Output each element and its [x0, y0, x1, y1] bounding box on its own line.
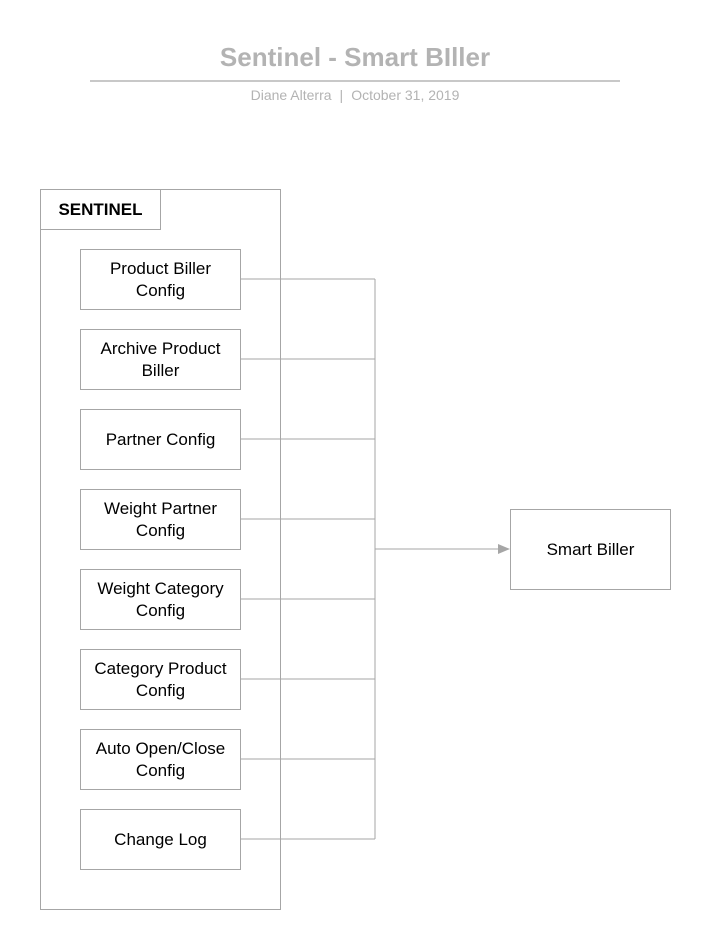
- node-label: Change Log: [114, 829, 207, 849]
- diagram-date: October 31, 2019: [351, 87, 460, 103]
- title-divider: [90, 80, 620, 82]
- node-label: Weight Partner Config: [103, 498, 218, 540]
- node-change-log[interactable]: Change Log: [80, 809, 241, 870]
- node-weight-partner-config[interactable]: Weight Partner Config: [80, 489, 241, 550]
- diagram-subtitle: Diane Alterra | October 31, 2019: [0, 87, 710, 103]
- node-category-product-config[interactable]: Category Product Config: [80, 649, 241, 710]
- node-weight-category-config[interactable]: Weight Category Config: [80, 569, 241, 630]
- node-auto-open-close-config[interactable]: Auto Open/Close Config: [80, 729, 241, 790]
- author-name: Diane Alterra: [250, 87, 332, 103]
- node-label: Product Biller Config: [109, 258, 212, 300]
- node-label: Partner Config: [105, 429, 216, 449]
- node-product-biller-config[interactable]: Product Biller Config: [80, 249, 241, 310]
- sentinel-container-label: SENTINEL: [40, 189, 161, 230]
- node-smart-biller[interactable]: Smart Biller: [510, 509, 671, 590]
- node-label: Auto Open/Close Config: [95, 738, 226, 780]
- node-partner-config[interactable]: Partner Config: [80, 409, 241, 470]
- node-archive-product-biller[interactable]: Archive Product Biller: [80, 329, 241, 390]
- diagram-title: Sentinel - Smart BIller: [219, 42, 491, 72]
- node-label: Category Product Config: [94, 658, 227, 700]
- subtitle-separator: |: [339, 87, 344, 103]
- node-label: Archive Product Biller: [100, 338, 221, 380]
- node-label: Weight Category Config: [97, 578, 224, 620]
